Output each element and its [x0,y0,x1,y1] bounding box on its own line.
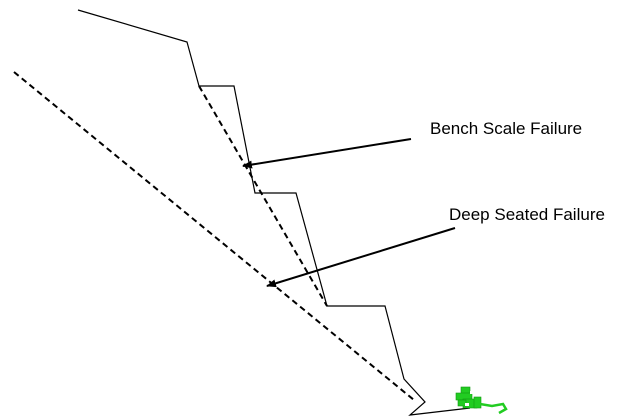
deep-seated-failure-label: Deep Seated Failure [449,205,605,224]
deep-seated-failure-line [13,71,415,401]
bench-failure-arrow [242,138,412,169]
excavator-icon [455,386,508,415]
bench-scale-failure-line [198,85,328,307]
deep-failure-arrow [266,227,456,288]
bench-scale-failure-label: Bench Scale Failure [430,119,582,138]
bench-slope-profile [77,9,471,416]
